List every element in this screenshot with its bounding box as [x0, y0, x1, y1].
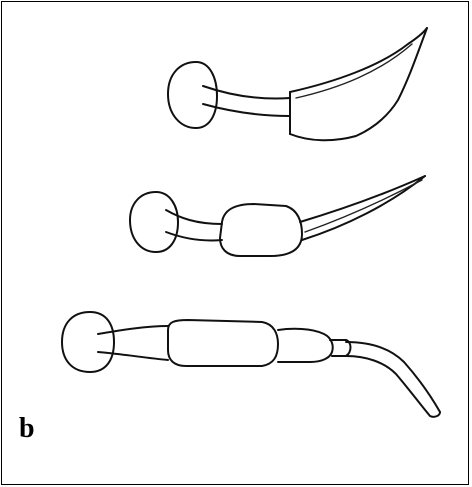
slender-bristle-appendage-icon	[130, 176, 425, 256]
segmented-hooked-appendage-icon	[62, 312, 440, 417]
panel-label: b	[19, 415, 35, 443]
curved-claw-appendage-icon	[168, 28, 427, 140]
